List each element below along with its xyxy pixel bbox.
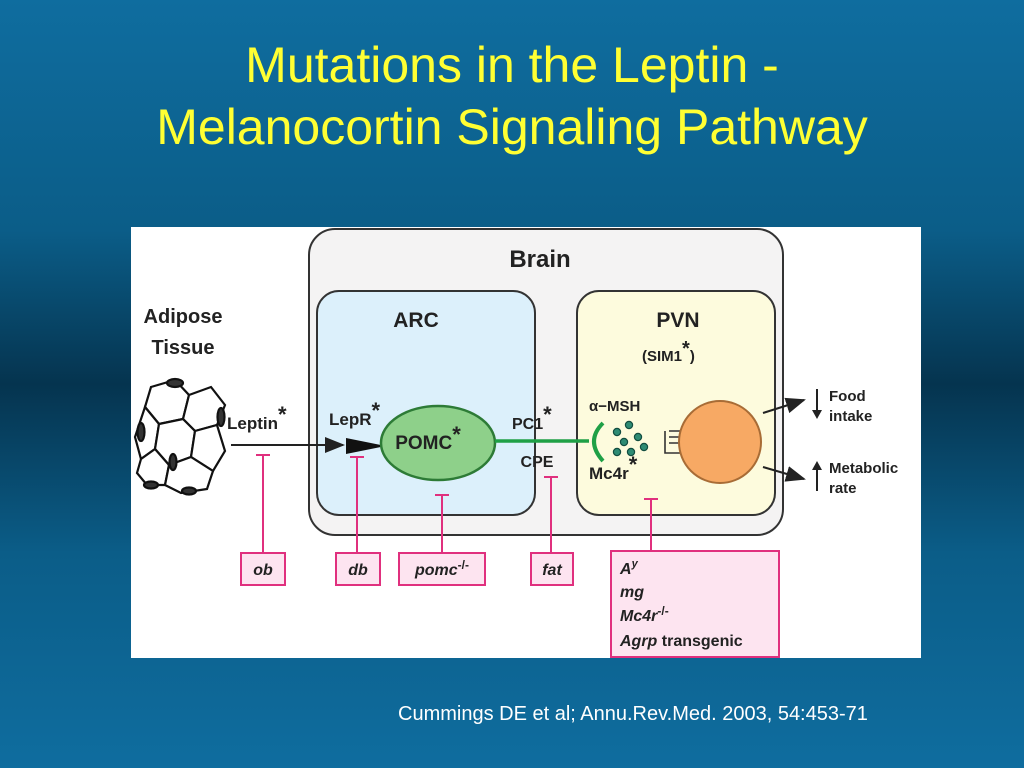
mutation-mc4r-knockout-label: Mc4r-/- xyxy=(620,604,669,625)
arc-label: ARC xyxy=(393,309,439,332)
lepr-label: LepR* xyxy=(329,398,381,429)
mutation-mg-label: mg xyxy=(620,584,644,601)
msh-molecules-icon xyxy=(612,420,649,457)
brain-label: Brain xyxy=(509,246,570,273)
mutation-agrp-label: Agrp transgenic xyxy=(619,633,743,650)
pomc-label: POMC* xyxy=(395,422,461,454)
metabolic-rate-label-2: rate xyxy=(829,480,857,497)
food-intake-label-1: Food xyxy=(829,388,866,405)
slide-title: Mutations in the Leptin - Melanocortin S… xyxy=(0,34,1024,158)
mutation-fat-label: fat xyxy=(542,562,562,579)
mutation-pomc-box xyxy=(398,552,486,586)
mutation-fat-box xyxy=(530,552,574,586)
mc4r-label: Mc4r* xyxy=(589,452,638,483)
pvn-target-cell xyxy=(678,400,762,484)
metabolic-rate-up-icon xyxy=(812,461,822,491)
cpe-label: CPE xyxy=(521,454,554,471)
metabolic-rate-label-1: Metabolic xyxy=(829,460,898,477)
food-intake-down-icon xyxy=(812,389,822,419)
citation: Cummings DE et al; Annu.Rev.Med. 2003, 5… xyxy=(398,703,868,725)
mutation-mc4r-box xyxy=(610,550,780,658)
title-line-1: Mutations in the Leptin - xyxy=(245,37,779,93)
mc4r-receptor-icon xyxy=(592,421,605,463)
lepr-receptor-icon xyxy=(346,438,386,454)
mutation-ob-box xyxy=(240,552,286,586)
sim1-label: (SIM1*) xyxy=(642,338,695,365)
mutation-ay-label: Ay xyxy=(619,558,639,578)
metabolic-rate-arrow xyxy=(762,466,806,482)
adipose-label-1: Adipose xyxy=(144,306,223,328)
mutation-pomc-label: pomc-/- xyxy=(414,558,469,579)
pc1-label: PC1* xyxy=(512,402,552,433)
pomc-cell xyxy=(379,404,497,482)
leptin-label: Leptin* xyxy=(227,402,287,433)
msh-label: α−MSH xyxy=(589,398,640,415)
food-intake-label-2: intake xyxy=(829,408,872,425)
mutation-ob-label: ob xyxy=(253,562,273,579)
adipose-cells-icon xyxy=(133,377,227,496)
mutation-db-box xyxy=(335,552,381,586)
mutation-db-label: db xyxy=(348,562,368,579)
adipose-label-2: Tissue xyxy=(152,337,215,359)
receptor-binding-icon xyxy=(664,430,683,454)
pvn-label: PVN xyxy=(656,309,699,332)
title-line-2: Melanocortin Signaling Pathway xyxy=(156,99,868,155)
food-intake-arrow xyxy=(762,397,806,414)
pathway-diagram: Brain ARC PVN (SIM1*) Adipose Tissue Lep xyxy=(131,227,921,658)
